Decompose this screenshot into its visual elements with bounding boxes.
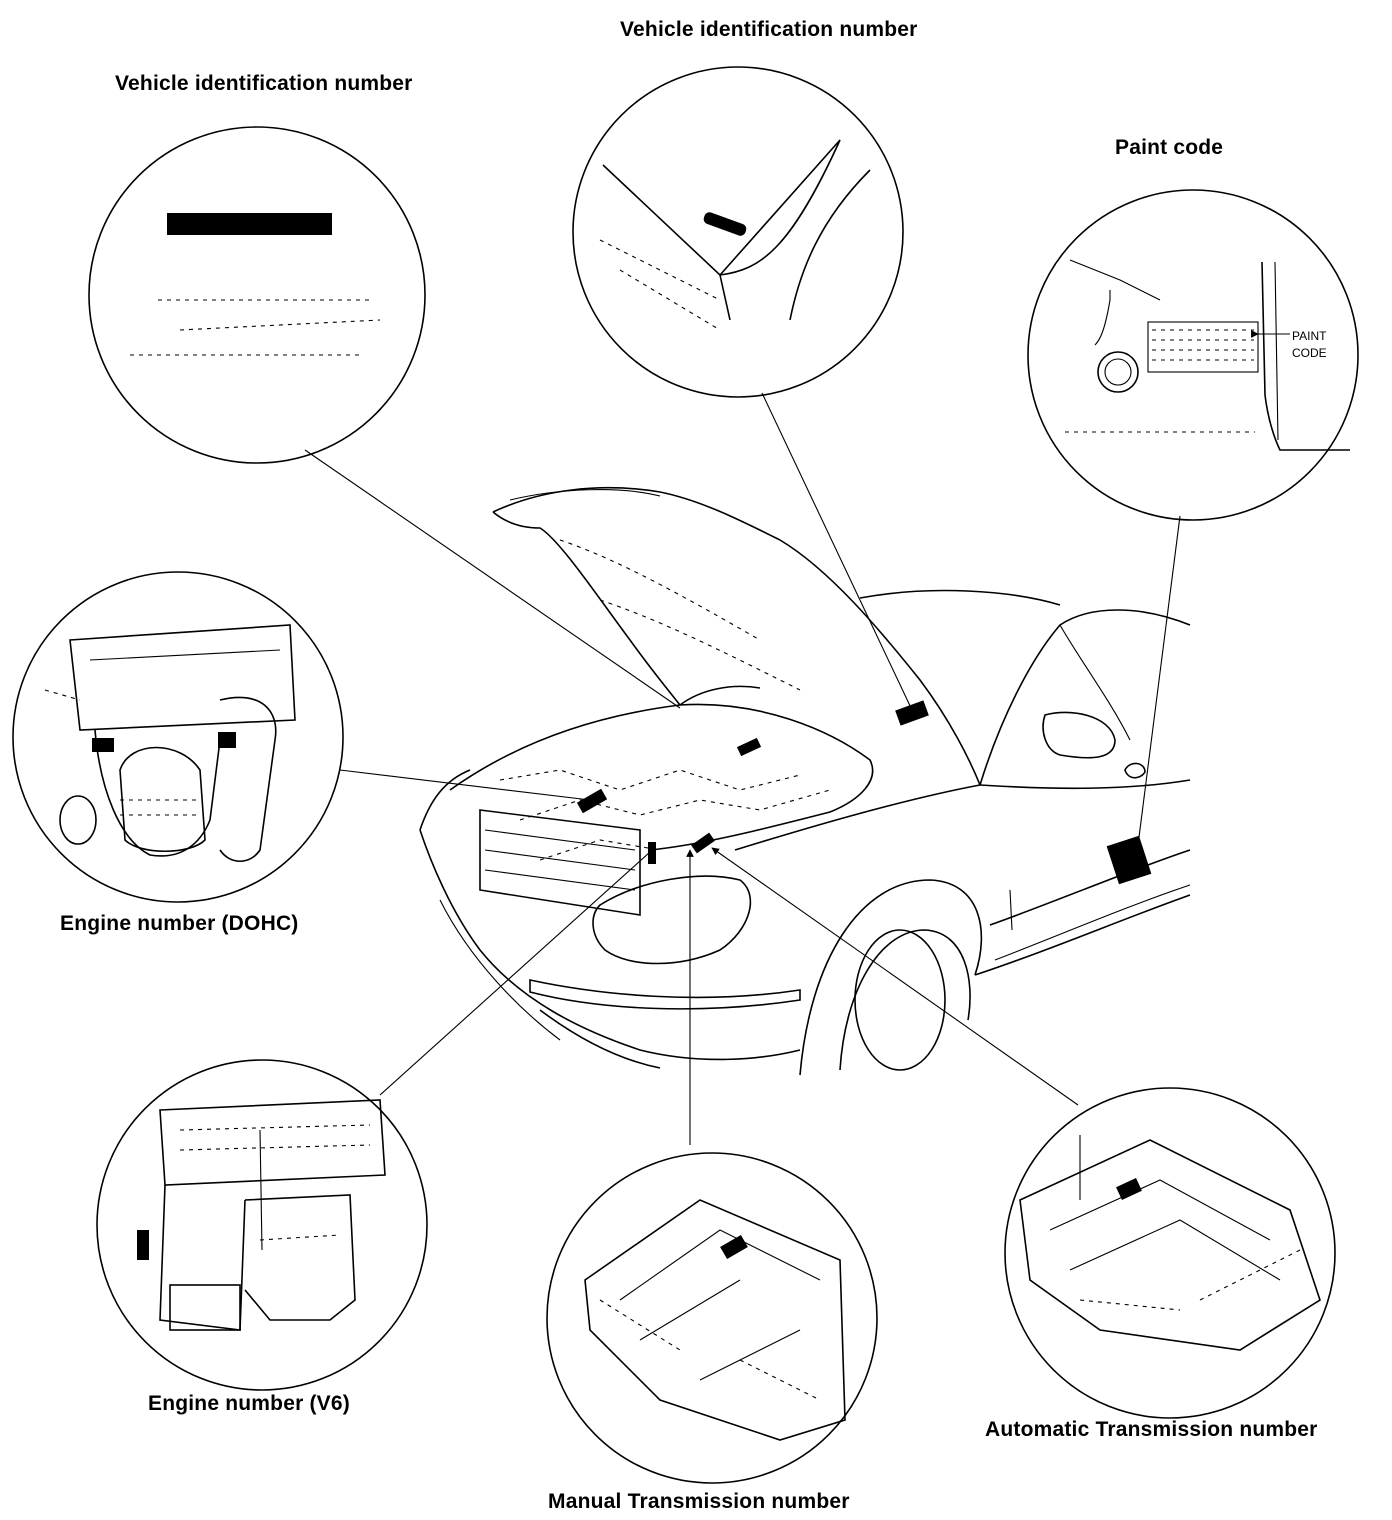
- auto-trans-detail: [1004, 1087, 1336, 1419]
- label-vin-top: Vehicle identification number: [620, 18, 918, 41]
- vin-left-detail: [88, 126, 426, 464]
- label-manual-trans: Manual Transmission number: [548, 1490, 850, 1513]
- engine-dohc-detail: [12, 571, 344, 903]
- label-engine-v6: Engine number (V6): [148, 1392, 350, 1415]
- label-paint-code: Paint code: [1115, 136, 1224, 159]
- vin-top-detail: [572, 66, 904, 398]
- manual-trans-detail: [546, 1152, 878, 1484]
- leader-paint-code: [1137, 515, 1181, 846]
- label-auto-trans: Automatic Transmission number: [985, 1418, 1318, 1441]
- paint-code-callout-line2: CODE: [1292, 346, 1327, 360]
- leader-vin-top: [761, 392, 913, 711]
- paint-code-detail: PAINT CODE: [1027, 189, 1359, 521]
- label-vin-left: Vehicle identification number: [115, 72, 413, 95]
- paint-code-callout-line1: PAINT: [1292, 329, 1327, 343]
- leader-auto-trans: [711, 847, 1079, 1106]
- leader-engine-v6: [379, 851, 651, 1096]
- engine-v6-detail: [96, 1059, 428, 1391]
- label-engine-dohc: Engine number (DOHC): [60, 912, 299, 935]
- leader-vin-left: [304, 449, 681, 709]
- leader-lines: [304, 392, 1181, 1145]
- car-illustration: [419, 486, 1191, 1076]
- leader-engine-dohc: [339, 769, 591, 801]
